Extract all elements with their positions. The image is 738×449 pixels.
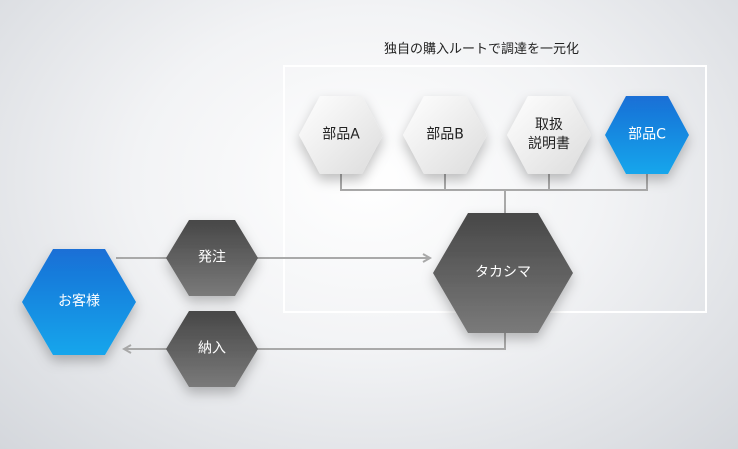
manual-label-line2: 説明書	[528, 136, 570, 152]
order-hexagon	[166, 220, 258, 296]
hub-label: タカシマ	[475, 264, 531, 281]
parts-connector	[340, 173, 648, 214]
customer-hexagon	[22, 249, 136, 355]
parts-c-label: 部品C	[628, 126, 666, 143]
parts-b-label: 部品B	[426, 126, 464, 143]
delivery-hexagon	[166, 311, 258, 387]
group-title: 独自の購入ルートで調達を一元化	[384, 42, 580, 57]
parts-c-hexagon	[605, 96, 689, 174]
delivery-arrow	[124, 330, 506, 349]
delivery-label: 納入	[198, 340, 226, 357]
customer-label: お客様	[58, 293, 100, 310]
parts-a-label: 部品A	[322, 126, 360, 143]
manual-label-line1: 取扱	[535, 117, 563, 133]
order-label: 発注	[198, 249, 226, 266]
hub-hexagon	[433, 213, 573, 333]
manual-hexagon	[507, 96, 591, 174]
parts-b-hexagon	[403, 96, 487, 174]
parts-a-hexagon	[299, 96, 383, 174]
manual-label: 取扱 説明書	[528, 116, 570, 154]
